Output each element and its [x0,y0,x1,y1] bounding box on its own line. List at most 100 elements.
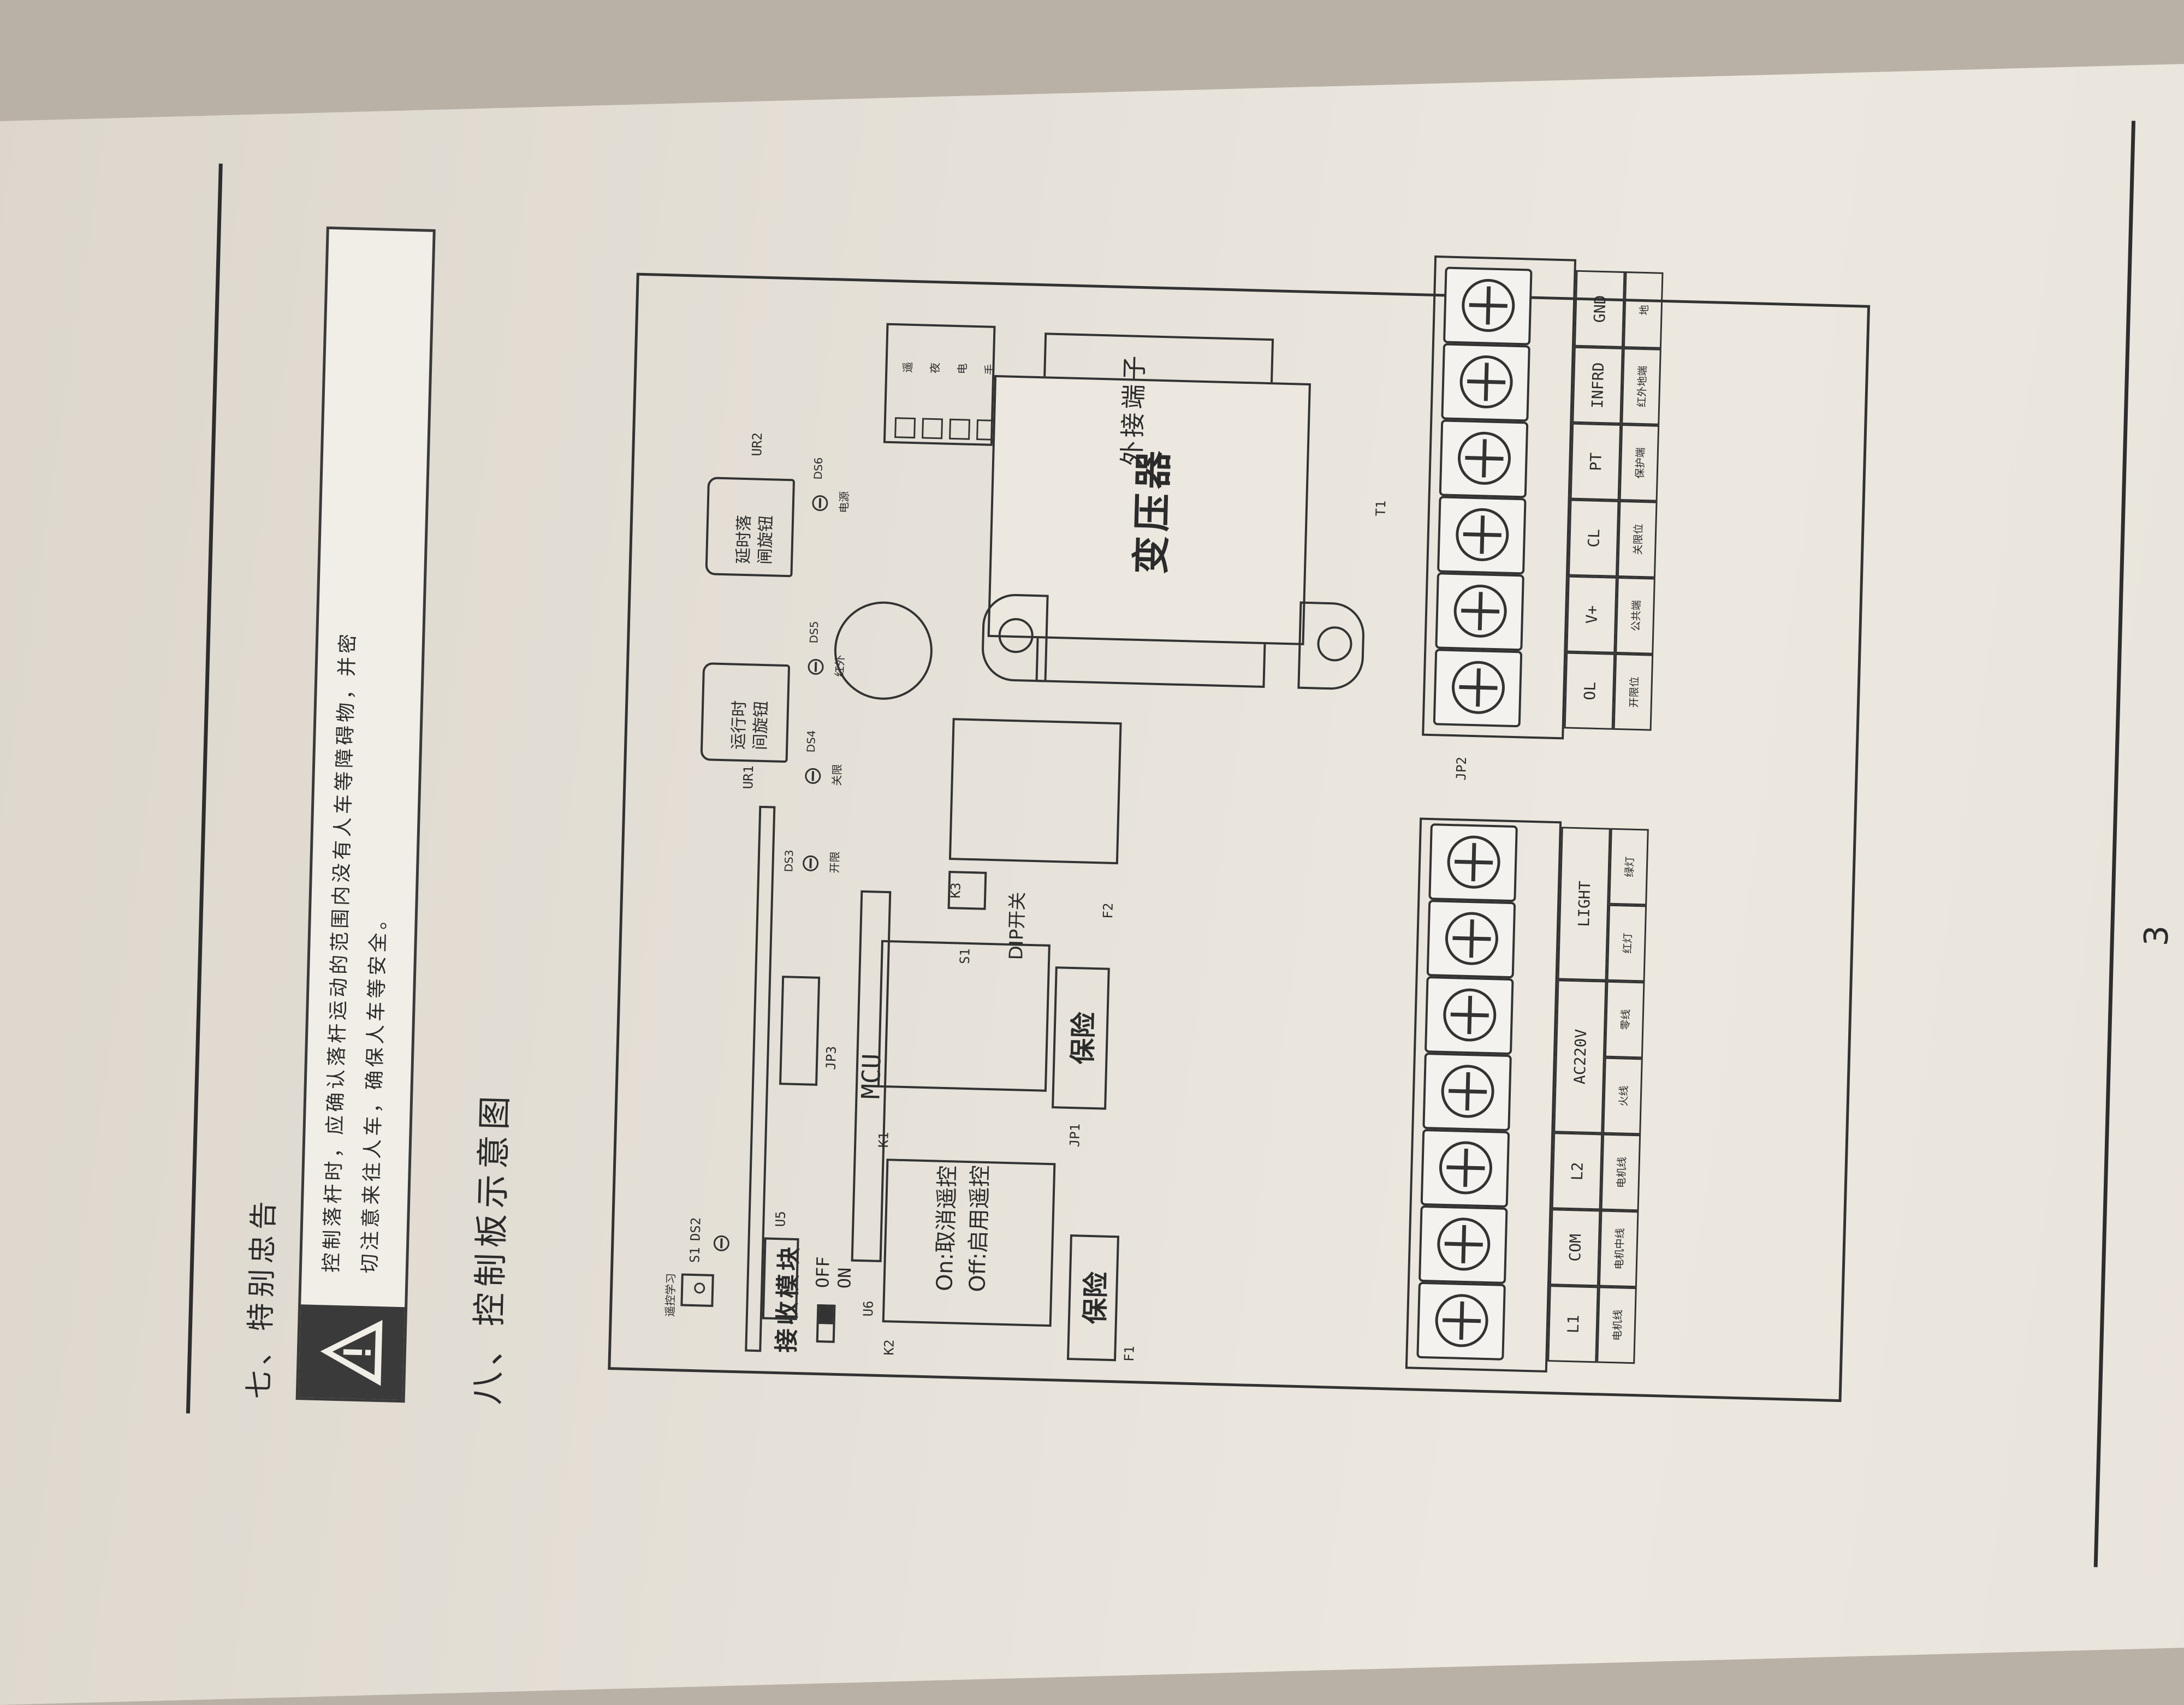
status-label-1: 遥 [899,361,915,373]
right-sub-4: 保护端 [1619,424,1660,502]
right-sub-5: 红外地端 [1621,348,1661,425]
right-sub-3: 关限位 [1617,501,1658,578]
ur1-knob-line-2: 间旋钮 [746,700,771,750]
fuse-1-label: 保险 [1073,1271,1113,1324]
ds5-label: DS5 [807,621,821,643]
s1-dip-label: S1 [957,948,973,965]
bottom-rule [2094,121,2135,1567]
left-header-ac220v: AC220V [1553,979,1606,1133]
screw-icon [1451,504,1513,566]
ds4-label: DS4 [804,730,818,752]
fuse-2-label: 保险 [1061,1012,1100,1065]
screw-icon [1437,1061,1499,1122]
status-label-2: 夜 [926,363,942,374]
terminal-screw-infrd [1441,343,1530,421]
ur2-knob-line-2: 闸旋钮 [751,515,776,565]
left-header-light: LIGHT [1558,827,1611,981]
page-number: 3 [2138,925,2176,947]
terminal-screw-1 [1416,1282,1506,1361]
left-sub-2: 电机中线 [1599,1210,1639,1287]
status-label-4: 手 [981,364,997,375]
terminal-screw-2 [1419,1205,1508,1284]
status-label-3: 电 [953,363,970,375]
dip-switch-label: DIP开关 [1001,892,1029,960]
screw-icon [1439,984,1500,1046]
jp3-connector [779,976,820,1086]
ur2-knob[interactable]: 延时落 闸旋钮 [705,477,795,577]
transformer-mount-right [1297,602,1365,691]
warning-icon-panel [299,1304,405,1400]
terminal-screw-4 [1422,1053,1512,1131]
left-sub-7: 绿灯 [1609,828,1649,906]
ds2-led-icon [712,1234,731,1253]
learn-button[interactable] [680,1273,714,1307]
warning-text-line-2: 切注意来往人车，确保人车等安全。 [354,906,396,1274]
terminal-screw-6 [1427,900,1516,978]
fuse-2: 保险 [1052,966,1110,1110]
dip-switch[interactable] [948,871,987,910]
jp1-label: JP1 [1067,1124,1083,1148]
jp3-label: JP3 [823,1046,839,1070]
u6-label: U6 [860,1300,876,1317]
on-label: ON [834,1267,855,1289]
right-header-ol: OL [1564,652,1616,729]
left-sub-3: 电机线 [1601,1134,1641,1211]
ds4-led-icon [803,767,822,786]
screw-icon [1456,351,1517,413]
right-header-gnd: GND [1574,270,1625,348]
top-rule [186,164,223,1413]
external-terminal-label: 外接端子 [1112,352,1151,467]
ur1-knob[interactable]: 运行时 间旋钮 [701,662,791,763]
fuse-1: 保险 [1067,1234,1119,1361]
right-header-pt: PT [1570,423,1622,501]
screw-icon [1435,1137,1497,1199]
left-sub-5: 零线 [1605,981,1645,1059]
k2-relay [882,1159,1056,1327]
screw-icon [1450,580,1511,642]
screw-icon [1453,427,1515,489]
left-header-com: COM [1550,1209,1601,1286]
terminal-screw-gnd [1443,266,1533,345]
right-sub-2: 公共端 [1615,577,1655,655]
terminal-screw-5 [1425,976,1514,1055]
right-sub-6: 地 [1623,271,1664,349]
learn-key-label: 遥控学习 [661,1273,678,1317]
k1-label: K1 [876,1132,892,1148]
terminal-screw-7 [1428,823,1518,902]
right-header-infrd: INFRD [1572,347,1623,424]
ds3-led-icon [801,854,820,873]
transformer-mount-left [981,593,1049,682]
u5-label: U5 [773,1211,788,1227]
left-header-l2: L2 [1552,1132,1603,1210]
k2-label: K2 [881,1339,897,1356]
ds3-label: DS3 [782,849,796,872]
right-header-cl: CL [1568,500,1619,577]
u5-chip [762,1237,799,1320]
screw-icon [1431,1290,1493,1351]
f2-label: F2 [1100,902,1116,919]
t1-label: T1 [1373,500,1389,516]
terminal-screw-cl [1437,496,1527,574]
screw-icon [1433,1214,1494,1275]
screw-icon [1457,275,1519,336]
ds5-led-icon [806,657,826,676]
off-label: OFF [812,1256,833,1288]
section-8-title: 八、控制板示意图 [459,1090,517,1405]
ur2-label: UR2 [749,432,765,456]
ds3-function-label: 开限 [826,851,842,874]
terminal-screw-3 [1421,1129,1510,1208]
section-7-title: 七、特别忠告 [236,1195,282,1399]
on-off-switch[interactable] [816,1304,836,1343]
right-sub-1: 开限位 [1613,654,1654,731]
ds6-function-label: 电源 [835,491,851,513]
screw-icon [1443,831,1505,893]
terminal-screw-vplus [1435,572,1524,651]
ds6-label: DS6 [811,457,825,479]
ds6-led-icon [810,494,829,513]
warning-box: 控制落杆时，应确认落杆运动的范围内没有人车等障碍物，并密 切注意来往人车，确保人… [296,227,436,1403]
left-sub-1: 电机线 [1597,1286,1637,1364]
ds4-function-label: 关限 [828,764,844,786]
jp2-label: JP2 [1453,757,1469,781]
terminal-screw-pt [1439,419,1529,498]
